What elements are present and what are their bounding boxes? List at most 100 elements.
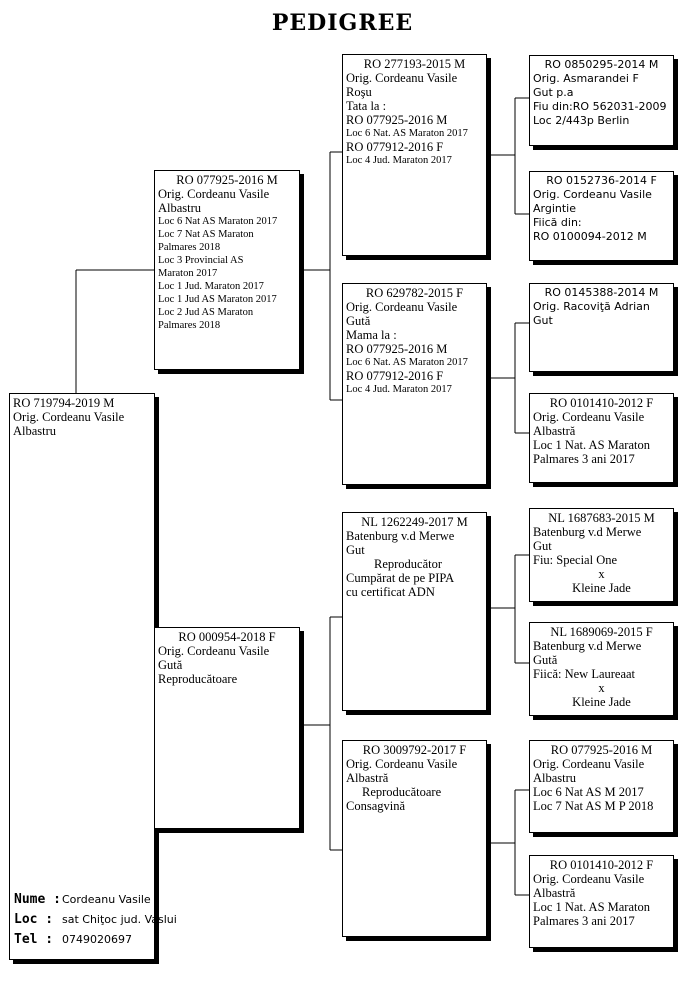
owner-phone-row: Tel : 0749020697 <box>14 930 177 950</box>
ring-number: NL 1262249-2017 M <box>361 515 468 529</box>
offspring: RO 077912-2016 F <box>346 369 444 383</box>
color: Gut <box>533 314 553 327</box>
origin: Orig. Cordeanu Vasile <box>533 188 652 201</box>
note: Tata la : <box>346 99 387 113</box>
gg8-card: RO 0101410-2012 F Orig. Cordeanu Vasile … <box>529 855 674 948</box>
origin: Orig. Cordeanu Vasile <box>346 757 458 771</box>
result: Loc 7 Nat AS M P 2018 <box>533 799 654 813</box>
origin: Batenburg v.d Merwe <box>533 525 642 539</box>
ring-number: RO 719794-2019 M <box>13 396 115 410</box>
note: Kleine Jade <box>572 695 631 709</box>
owner-location: sat Chiţoc jud. Vaslui <box>62 913 177 926</box>
ring-number: RO 0850295-2014 M <box>544 58 659 71</box>
connector-sire-sire <box>487 97 529 215</box>
note: RO 0100094-2012 M <box>533 230 647 243</box>
result: Loc 7 Nat AS Maraton <box>158 229 254 240</box>
result: Maraton 2017 <box>158 268 218 279</box>
result: Palmares 3 ani 2017 <box>533 452 635 466</box>
color: Roşu <box>346 85 372 99</box>
gg1-card: RO 0850295-2014 M Orig. Asmarandei F Gut… <box>529 55 674 146</box>
connector-dam-sire <box>487 554 529 664</box>
note: Fiică: New Laureaat <box>533 667 636 681</box>
result: Loc 2 Jud AS Maraton <box>158 307 254 318</box>
result: Palmares 2018 <box>158 242 221 253</box>
color: Gut p.a <box>533 86 574 99</box>
color: Albastră <box>533 424 576 438</box>
note: Reproducător <box>374 557 443 571</box>
origin: Orig. Cordeanu Vasile <box>158 644 270 658</box>
note: x <box>598 567 605 581</box>
connector-dam <box>300 616 343 851</box>
dam-dam-card: RO 3009792-2017 F Orig. Cordeanu Vasile … <box>342 740 487 937</box>
sire-dam-card: RO 629782-2015 F Orig. Cordeanu Vasile G… <box>342 283 487 485</box>
sire-sire-card: RO 277193-2015 M Orig. Cordeanu Vasile R… <box>342 54 487 256</box>
dam-sire-card: NL 1262249-2017 M Batenburg v.d Merwe Gu… <box>342 512 487 711</box>
color: Albastru <box>158 201 202 215</box>
sire-card: RO 077925-2016 M Orig. Cordeanu Vasile A… <box>154 170 300 370</box>
result: Loc 4 Jud. Maraton 2017 <box>346 384 452 395</box>
subject-card: RO 719794-2019 M Orig. Cordeanu Vasile A… <box>9 393 155 960</box>
ring-number: RO 3009792-2017 F <box>362 743 467 757</box>
ring-number: RO 000954-2018 F <box>178 630 276 644</box>
origin: Batenburg v.d Merwe <box>533 639 642 653</box>
ring-number: RO 0145388-2014 M <box>544 286 659 299</box>
connector-sire <box>300 151 343 401</box>
result: Loc 2/443p Berlin <box>533 114 630 127</box>
origin: Orig. Asmarandei F <box>533 72 639 85</box>
color: Albastră <box>533 886 576 900</box>
result: Loc 1 Nat. AS Maraton <box>533 900 650 914</box>
note: Cumpărat de pe PIPA <box>346 571 455 585</box>
color: Gut <box>346 543 365 557</box>
note: cu certificat ADN <box>346 585 435 599</box>
result: Loc 6 Nat. AS Maraton 2017 <box>346 357 468 368</box>
color: Gută <box>533 653 558 667</box>
origin: Orig. Cordeanu Vasile <box>158 187 270 201</box>
color: Gut <box>533 539 552 553</box>
owner-phone: 0749020697 <box>62 933 132 946</box>
note: Kleine Jade <box>572 581 631 595</box>
offspring: RO 077912-2016 F <box>346 140 444 154</box>
owner-name-label: Nume : <box>14 892 61 907</box>
origin: Orig. Cordeanu Vasile <box>533 410 645 424</box>
ring-number: RO 0101410-2012 F <box>549 858 654 872</box>
color: Albastru <box>13 424 57 438</box>
origin: Orig. Racoviţă Adrian <box>533 300 650 313</box>
result: Loc 1 Jud. Maraton 2017 <box>158 281 264 292</box>
ring-number: NL 1687683-2015 M <box>548 511 655 525</box>
owner-name: Cordeanu Vasile <box>62 893 151 906</box>
result: Loc 6 Nat AS M 2017 <box>533 785 644 799</box>
dam-card: RO 000954-2018 F Orig. Cordeanu Vasile G… <box>154 627 300 829</box>
page-title: PEDIGREE <box>271 10 414 36</box>
owner-name-row: Nume : Cordeanu Vasile <box>14 890 177 910</box>
ring-number: RO 0152736-2014 F <box>546 174 657 187</box>
gg3-card: RO 0145388-2014 M Orig. Racoviţă Adrian … <box>529 283 674 372</box>
origin: Orig. Cordeanu Vasile <box>533 872 645 886</box>
color: Gută <box>158 658 183 672</box>
origin: Orig. Cordeanu Vasile <box>346 71 458 85</box>
ring-number: RO 077925-2016 M <box>550 743 653 757</box>
result: Loc 3 Provincial AS <box>158 255 244 266</box>
connector-dam-dam <box>487 789 529 896</box>
color: Argintie <box>533 202 577 215</box>
note: Fiu din:RO 562031-2009 <box>533 100 667 113</box>
result: Loc 6 Nat. AS Maraton 2017 <box>346 128 468 139</box>
note: Consagvină <box>346 799 406 813</box>
origin: Batenburg v.d Merwe <box>346 529 455 543</box>
gg5-card: NL 1687683-2015 M Batenburg v.d Merwe Gu… <box>529 508 674 602</box>
connector-sire-dam <box>487 322 529 434</box>
note: x <box>598 681 605 695</box>
ring-number: NL 1689069-2015 F <box>550 625 653 639</box>
owner-location-label: Loc : <box>14 912 54 927</box>
owner-phone-label: Tel : <box>14 932 54 947</box>
ring-number: RO 277193-2015 M <box>363 57 466 71</box>
result: Palmares 2018 <box>158 320 221 331</box>
gg7-card: RO 077925-2016 M Orig. Cordeanu Vasile A… <box>529 740 674 833</box>
color: Albastră <box>346 771 389 785</box>
result: Loc 4 Jud. Maraton 2017 <box>346 155 452 166</box>
owner-location-row: Loc : sat Chiţoc jud. Vaslui <box>14 910 177 930</box>
ring-number: RO 629782-2015 F <box>365 286 464 300</box>
gg6-card: NL 1689069-2015 F Batenburg v.d Merwe Gu… <box>529 622 674 716</box>
origin: Orig. Cordeanu Vasile <box>533 757 645 771</box>
gg4-card: RO 0101410-2012 F Orig. Cordeanu Vasile … <box>529 393 674 483</box>
ring-number: RO 0101410-2012 F <box>549 396 654 410</box>
